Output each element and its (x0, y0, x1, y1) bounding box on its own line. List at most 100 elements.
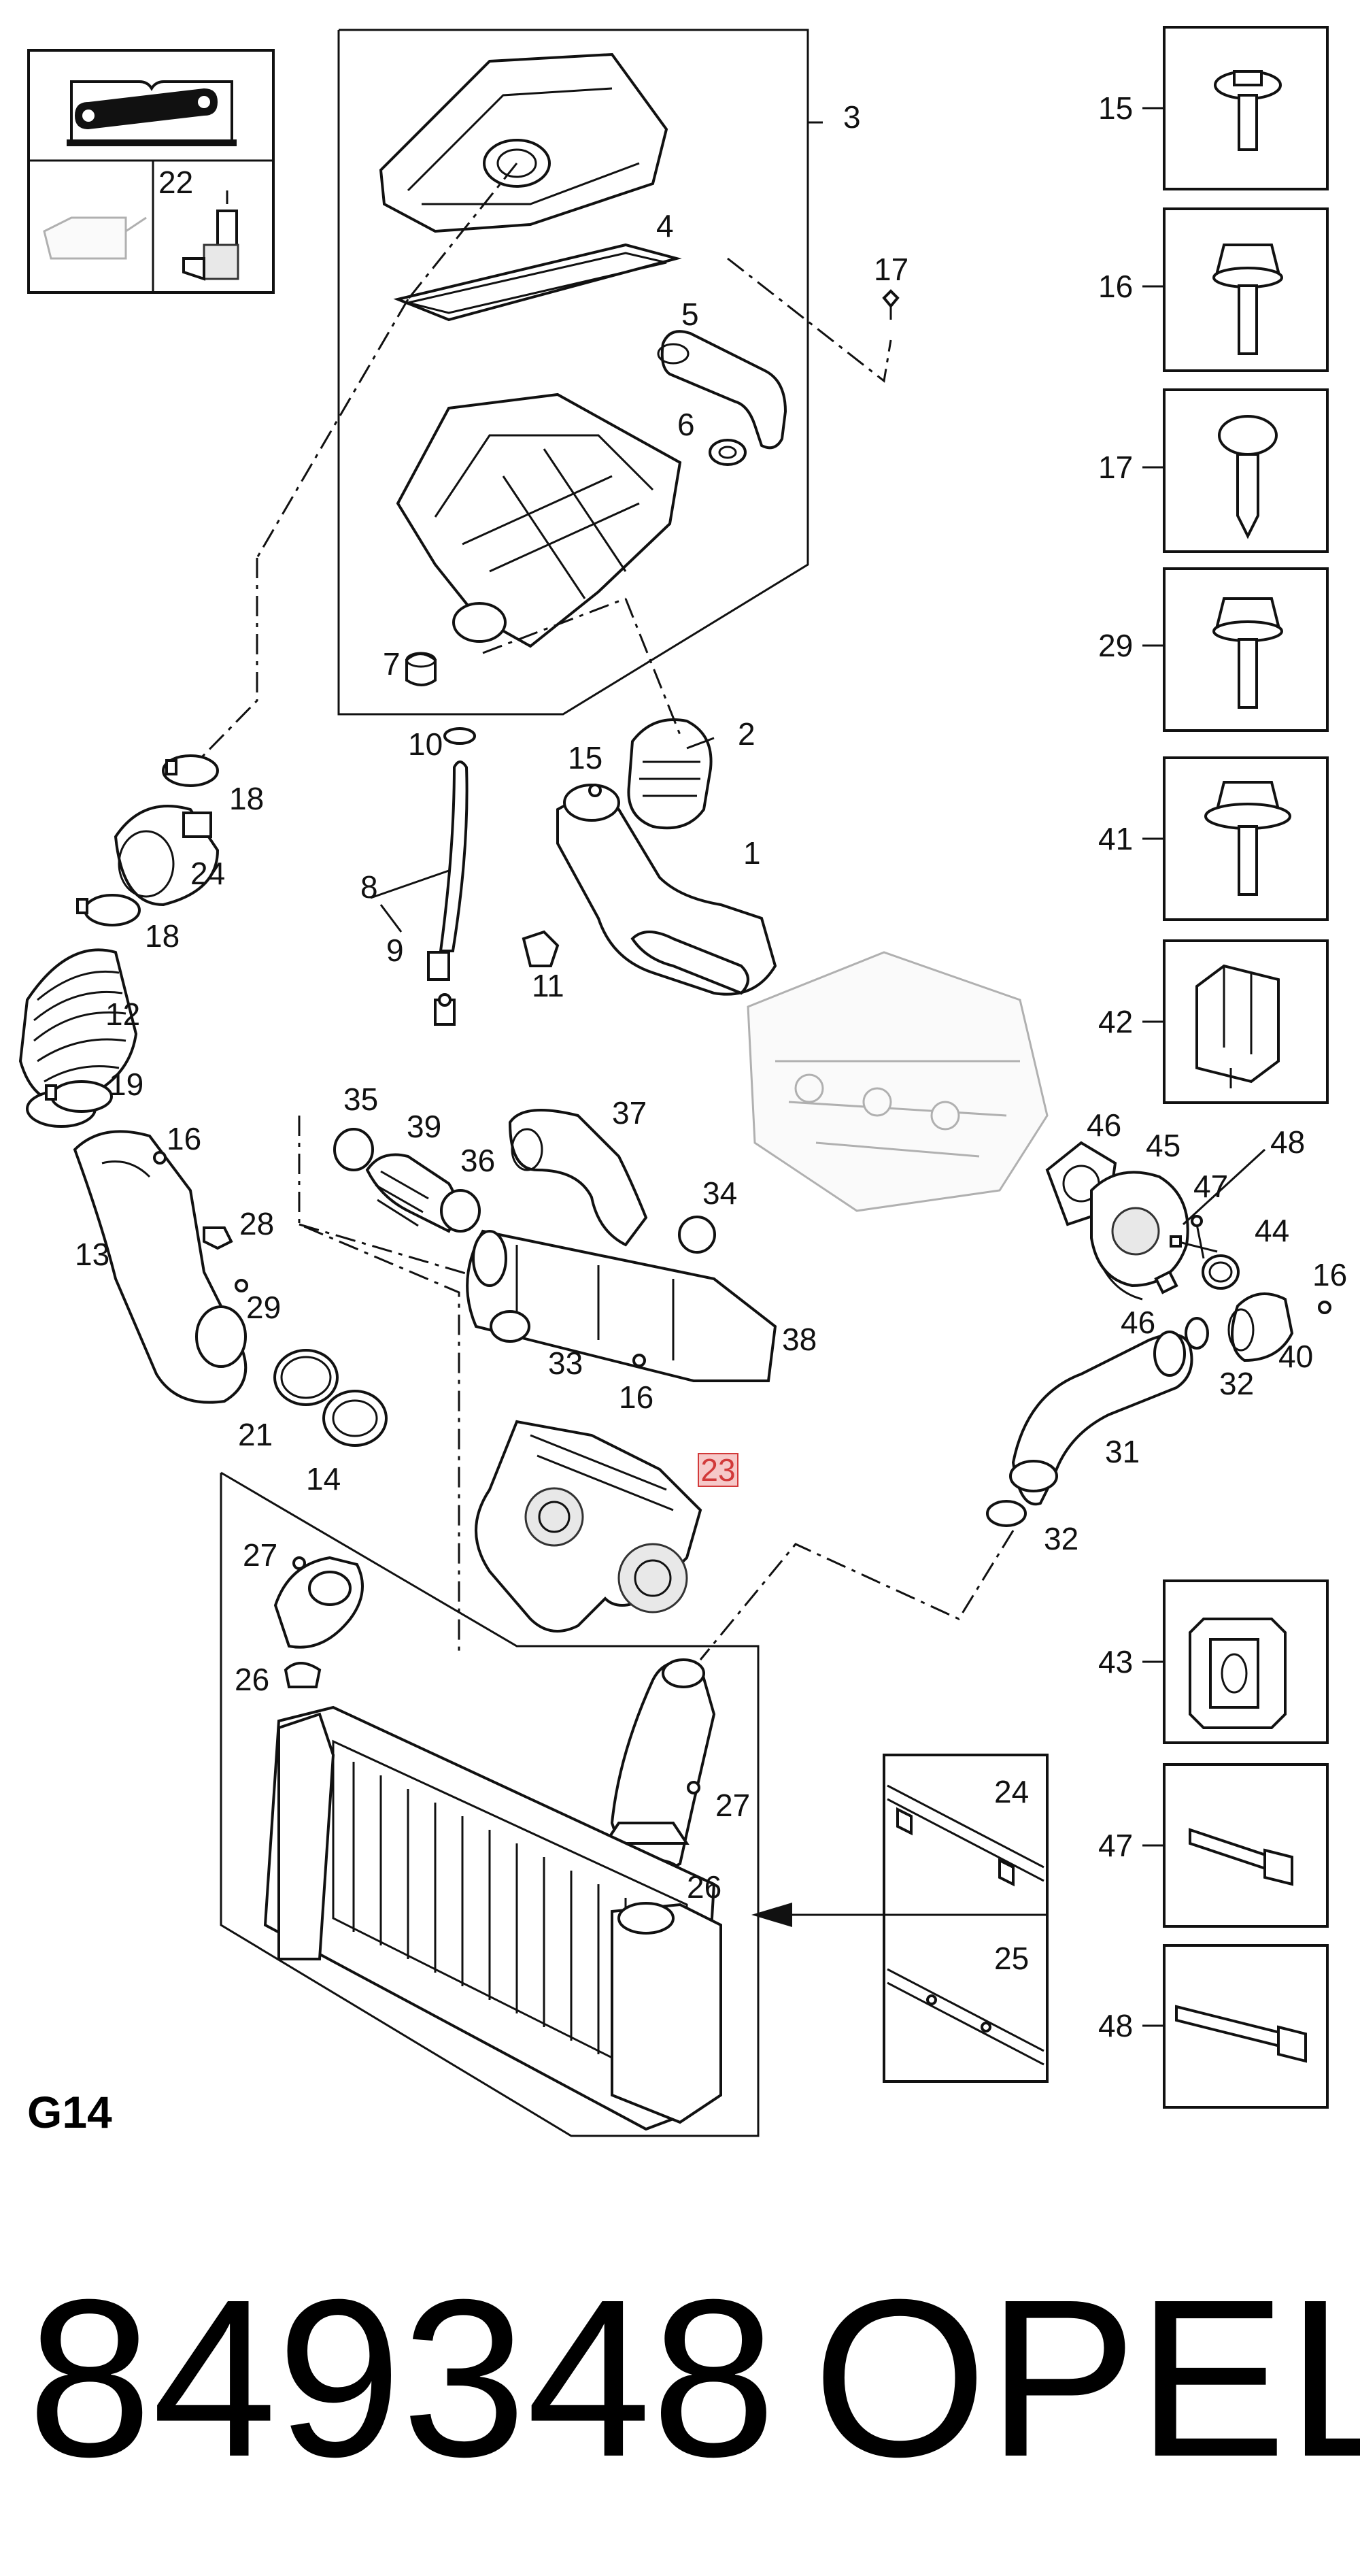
clamp-18-top (162, 754, 219, 787)
callout-4: 4 (656, 208, 674, 244)
callout-16-right: 16 (1312, 1257, 1347, 1292)
fastener-label-42: 42 (1098, 1004, 1133, 1039)
intercooler-pipe-34 (466, 1229, 777, 1382)
elbow-39 (1227, 1292, 1294, 1362)
bolt-48-small (1170, 1235, 1218, 1253)
bolt-15-illustration (1214, 70, 1282, 151)
breather-hose-8 (427, 727, 476, 981)
callout-30: 33 (548, 1345, 583, 1381)
brand-name: OPEL (813, 2252, 1360, 2503)
screw-16-left (153, 1151, 167, 1165)
callout-44: 45 (1146, 1128, 1180, 1163)
callout-18-top: 18 (229, 781, 264, 816)
bolt-48-illustration (1175, 2005, 1307, 2063)
clip-11 (522, 930, 560, 967)
manual-wrench-icon (67, 80, 237, 146)
intake-manifold-ghost (747, 951, 1049, 1212)
clamp-31 (678, 1216, 716, 1254)
clamp-30 (490, 1310, 530, 1343)
callout-16-center: 16 (619, 1379, 653, 1415)
turbocharger-23 (475, 1420, 702, 1633)
callout-1: 1 (743, 835, 761, 871)
callout-14: 14 (306, 1461, 341, 1496)
bolt-47-illustration (1189, 1828, 1293, 1886)
inset-24-25 (883, 1754, 1049, 2083)
callout-17-top: 17 (874, 252, 908, 287)
callout-45: 46 (1087, 1107, 1121, 1143)
fastener-panel (1142, 26, 1329, 2109)
air-cleaner-housing (396, 392, 682, 648)
callout-12: 12 (105, 997, 140, 1032)
callout-36: 31 (1105, 1434, 1140, 1469)
callout-47-small: 47 (1193, 1169, 1228, 1204)
air-cleaner-lid (379, 52, 668, 233)
grommet-7 (405, 652, 437, 686)
hose-2 (627, 718, 713, 830)
callout-27-left: 27 (243, 1537, 277, 1573)
callout-26-left: 26 (235, 1662, 269, 1697)
callout-13: 13 (75, 1237, 109, 1272)
nut-43-illustration (1189, 1618, 1287, 1729)
charge-pipe-13 (73, 1130, 248, 1404)
highlight-23-text: 23 (700, 1452, 735, 1488)
catalog-number: 849348 (27, 2252, 776, 2503)
clamp-19 (45, 1080, 113, 1113)
clamp-20 (273, 1349, 339, 1406)
sleeve-14 (322, 1390, 388, 1447)
callout-29: 29 (246, 1290, 281, 1325)
bolt-41-illustration (1204, 781, 1291, 896)
callout-46-label: 46 (1121, 1305, 1155, 1340)
fastener-label-15: 15 (1098, 90, 1133, 126)
callout-24-label: 24 (994, 1774, 1029, 1809)
clamp-32-b (440, 1189, 481, 1233)
fastener-label-47: 47 (1098, 1828, 1133, 1863)
throttle-body-44 (1090, 1171, 1189, 1301)
mass-air-flow-sensor-22 (114, 805, 220, 907)
callout-33: 37 (612, 1095, 647, 1131)
callout-40: 44 (1255, 1213, 1289, 1248)
hose-33 (508, 1109, 648, 1247)
seal-40 (1202, 1254, 1240, 1290)
callout-22: 24 (190, 856, 225, 891)
section-code: G14 (27, 2087, 112, 2137)
callout-3: 3 (843, 99, 861, 135)
grommet-6 (709, 439, 747, 466)
callout-25-label: 25 (994, 1941, 1029, 1976)
callout-18-bottom: 18 (145, 918, 180, 954)
callout-2: 2 (738, 716, 755, 752)
fastener-labels: 15 16 17 29 41 42 43 47 48 (1098, 90, 1133, 2043)
sensor-21-icon (182, 190, 239, 281)
callout-39: 40 (1278, 1339, 1313, 1374)
callout-32-b: 36 (460, 1143, 495, 1178)
charge-pipe-right (602, 1658, 716, 1872)
fastener-label-29: 29 (1098, 628, 1133, 663)
fastener-label-17: 17 (1098, 450, 1133, 485)
air-filter-element (393, 243, 682, 322)
hose-36 (1009, 1331, 1193, 1506)
air-duct-5 (657, 330, 787, 450)
air-cleaner-frame (337, 29, 823, 716)
screw-16-center (632, 1354, 646, 1367)
callout-20: 21 (238, 1417, 273, 1452)
radiator-frame (220, 1471, 760, 2137)
highlight-23: 23 (698, 1452, 738, 1488)
clip-29-small (235, 1279, 248, 1292)
callout-10: 10 (408, 726, 443, 762)
clamp-37 (986, 1500, 1027, 1527)
callout-37: 32 (1044, 1521, 1078, 1556)
air-duct-1 (556, 784, 777, 996)
fastener-label-41: 41 (1098, 821, 1133, 856)
sensor-46 (1154, 1270, 1178, 1294)
clamp-32-a (333, 1128, 374, 1171)
intercooler-radiator (263, 1705, 722, 2131)
callout-5: 5 (681, 297, 699, 332)
fastener-label-16: 16 (1098, 269, 1133, 304)
callout-8: 8 (360, 869, 378, 905)
screw-17-top (882, 289, 900, 320)
arrow-to-radiator (751, 1903, 884, 1927)
oil-can-ghost-icon (43, 216, 147, 260)
clip-15-mid (588, 784, 602, 797)
callout-9: 9 (386, 933, 404, 968)
clamp-18-bottom (76, 894, 141, 926)
